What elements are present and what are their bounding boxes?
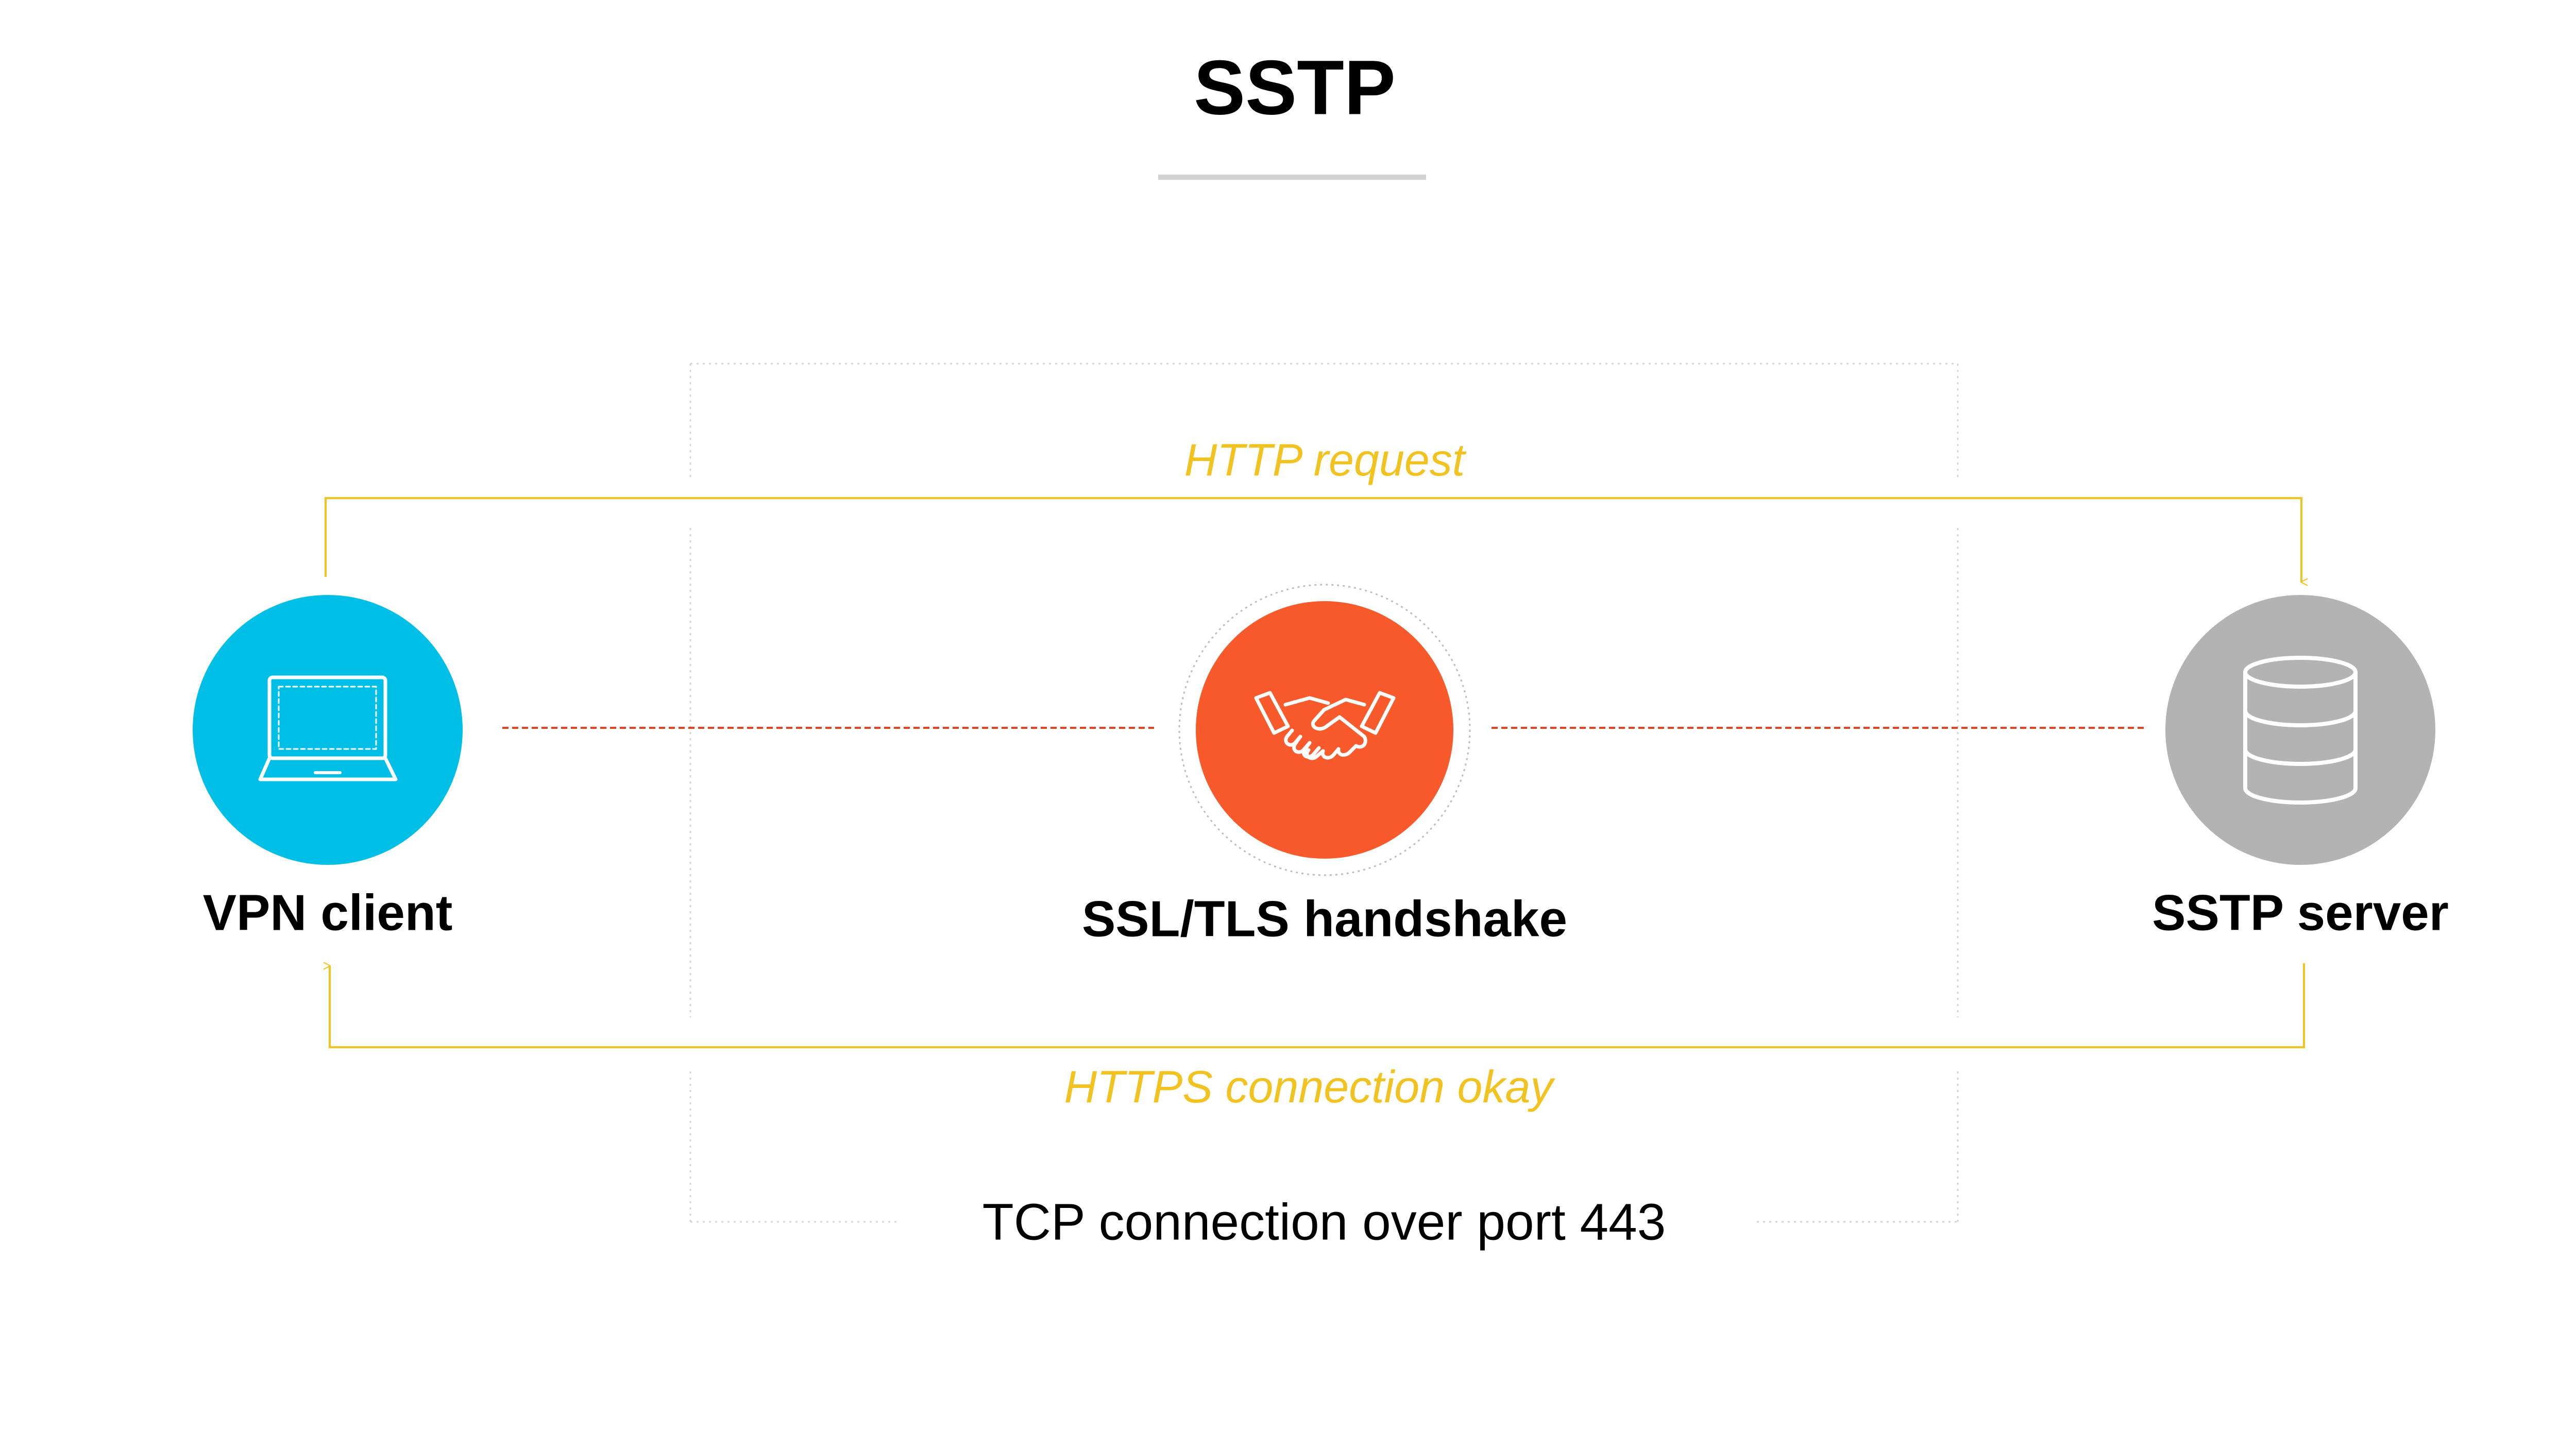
handshake-node (1178, 584, 1471, 876)
http-request-label: HTTP request (1184, 434, 1465, 485)
handshake-icon (1254, 691, 1396, 760)
https-response-label: HTTPS connection okay (1064, 1061, 1553, 1112)
laptop-icon (258, 675, 398, 781)
diagram-title: SSTP (1194, 44, 1396, 131)
tcp-frame (689, 363, 1959, 1223)
tcp-connection-label: TCP connection over port 443 (982, 1193, 1666, 1251)
vpn-client-label: VPN client (202, 884, 453, 941)
http-request-arrow (325, 497, 2301, 582)
database-icon (2243, 656, 2358, 805)
sstp-server-label: SSTP server (2152, 884, 2449, 941)
vpn-client-node (193, 595, 463, 865)
handshake-label: SSL/TLS handshake (1081, 890, 1568, 947)
https-response-arrow (330, 963, 2305, 1048)
sstp-server-node (2165, 595, 2435, 865)
